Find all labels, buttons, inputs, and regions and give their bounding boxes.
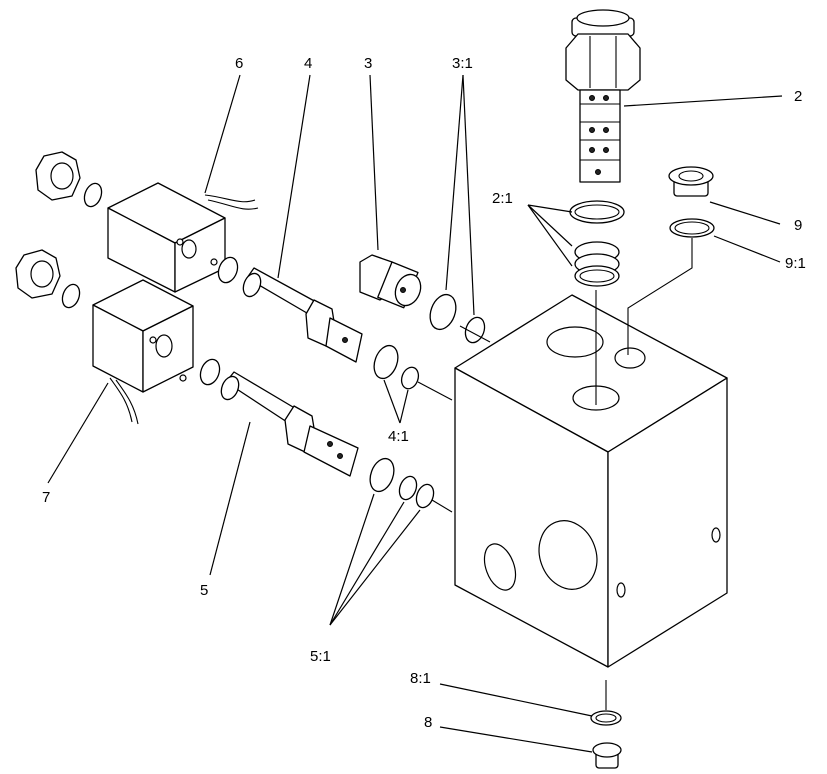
plug-8 [592, 742, 622, 769]
callout-5-1: 5:1 [310, 648, 331, 665]
callout-3-1: 3:1 [452, 55, 473, 72]
callout-8: 8 [424, 714, 432, 731]
plug-9 [668, 166, 714, 197]
solenoid-coil-6 [107, 182, 259, 293]
callout-8-1: 8:1 [410, 670, 431, 687]
coil-nut-6 [35, 151, 103, 208]
callout-9-1: 9:1 [785, 255, 806, 272]
callout-2: 2 [794, 88, 802, 105]
cartridge-valve-2 [565, 9, 641, 183]
callout-labels: 6 4 3 3:1 2 2:1 9 9:1 4:1 7 5 5:1 8:1 8 [42, 55, 806, 731]
solenoid-coil-7 [92, 279, 194, 425]
callout-5: 5 [200, 582, 208, 599]
callout-2-1: 2:1 [492, 190, 513, 207]
leader-lines [47, 74, 783, 753]
orings-3-1 [429, 293, 486, 344]
callout-4-1: 4:1 [388, 428, 409, 445]
callout-7: 7 [42, 489, 50, 506]
callout-6: 6 [235, 55, 243, 72]
assembly-center-lines [417, 238, 693, 710]
oring-9-1 [669, 218, 715, 238]
manifold-block [454, 294, 728, 668]
callout-9: 9 [794, 217, 802, 234]
solenoid-valve-5 [199, 358, 435, 509]
oring-8-1 [590, 710, 622, 726]
callout-3: 3 [364, 55, 372, 72]
coil-nut-7 [15, 249, 81, 309]
callout-4: 4 [304, 55, 312, 72]
solenoid-valve-4 [217, 256, 420, 390]
seal-kit-2-1 [569, 200, 625, 287]
relief-cartridge-3 [359, 254, 422, 309]
